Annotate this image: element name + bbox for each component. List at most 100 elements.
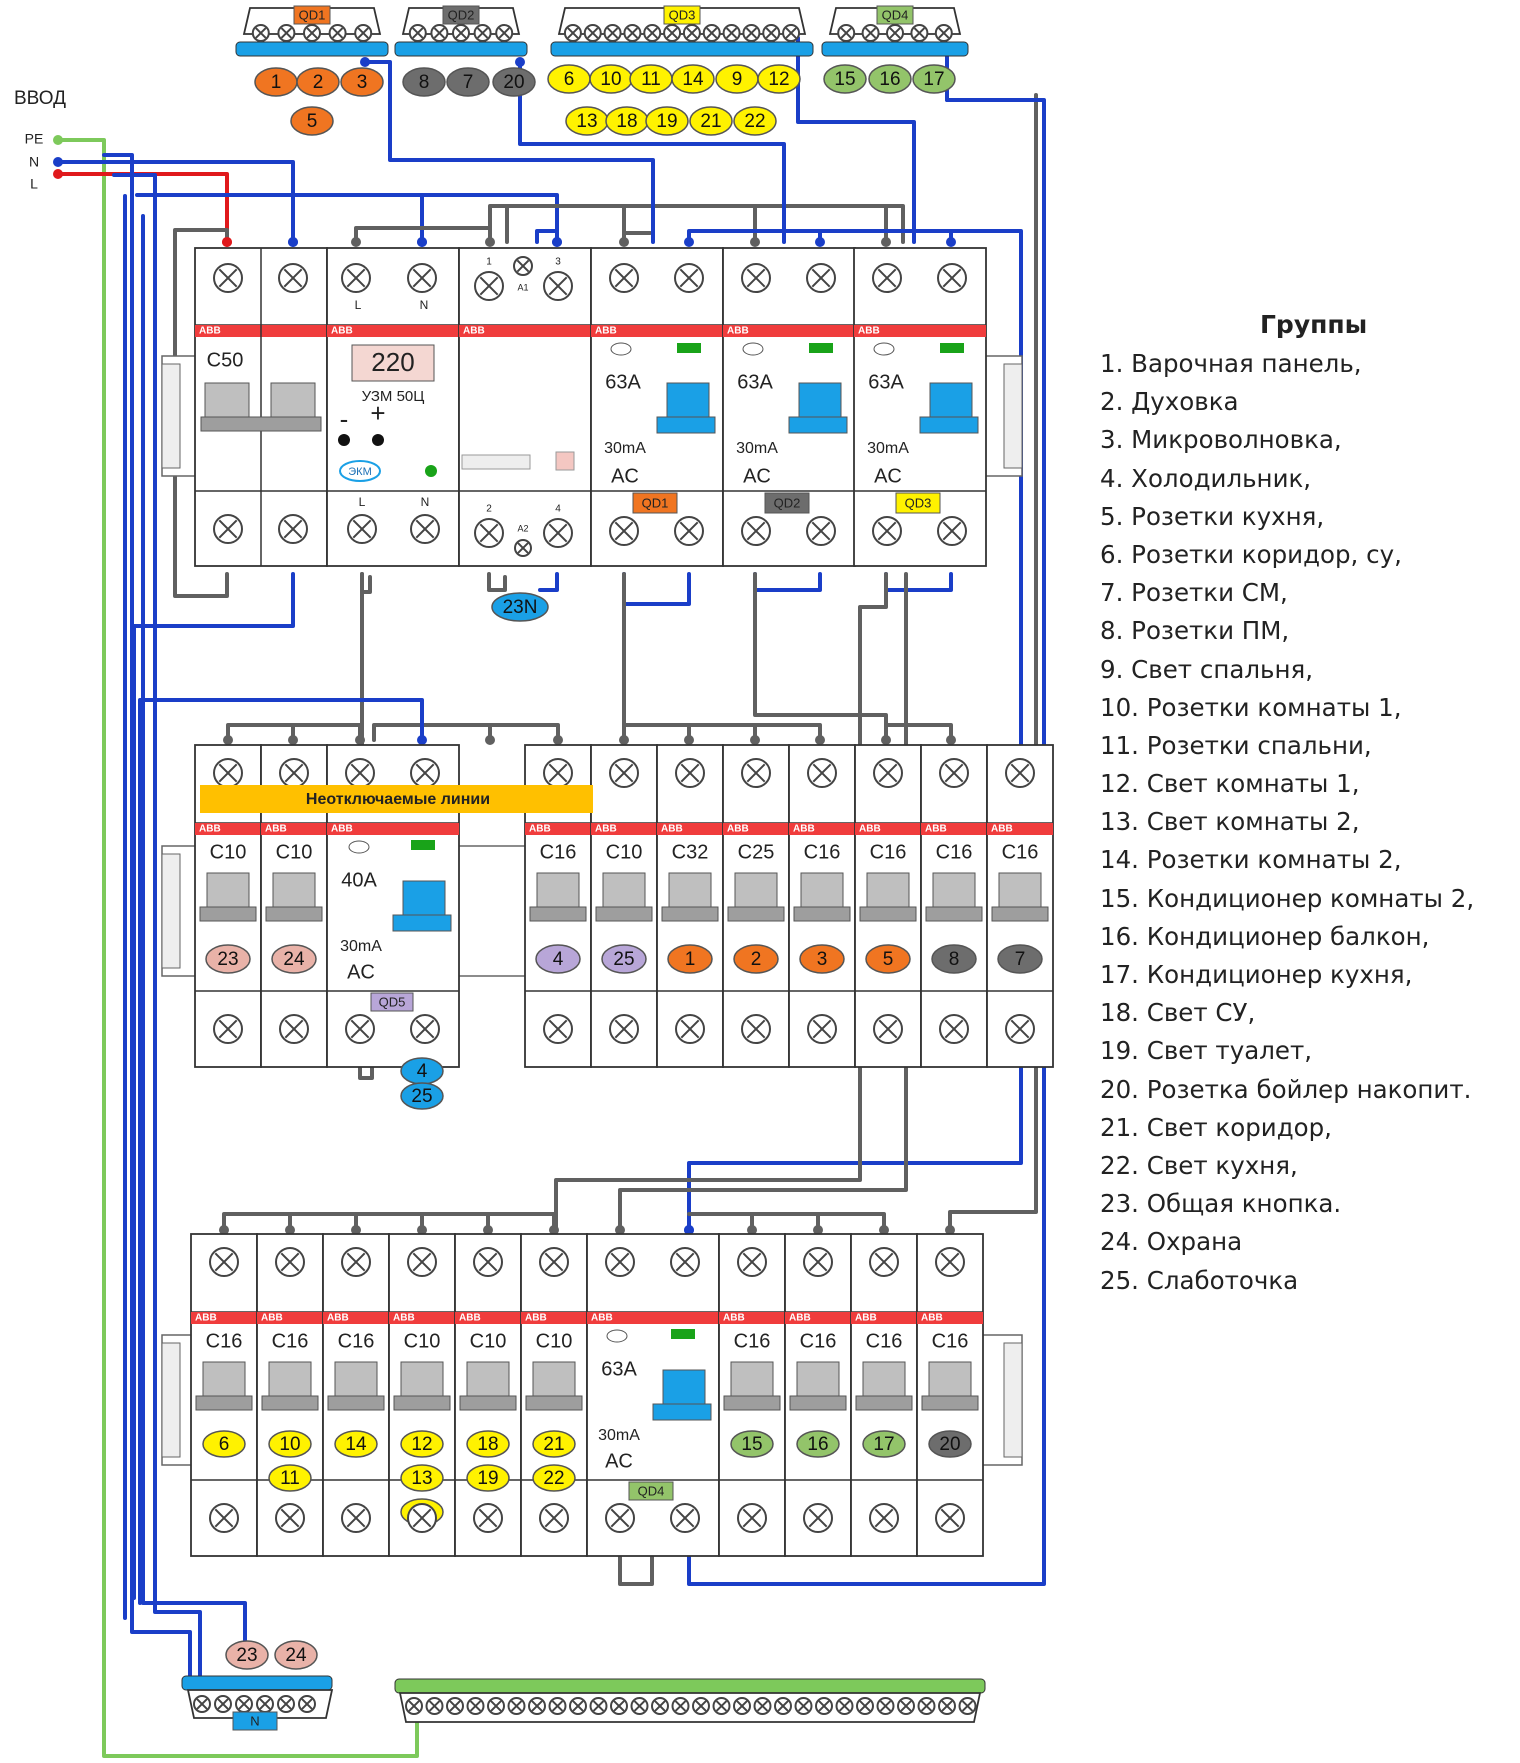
- breaker-toggle: [862, 1361, 906, 1397]
- badge-number: 22: [744, 111, 765, 132]
- badge-shape: [268, 1464, 312, 1492]
- breaker-group-badge: 20: [928, 1430, 972, 1458]
- wire-terminal-dot: [552, 237, 562, 247]
- contactor-t4: 4: [555, 504, 561, 515]
- tag-box: [628, 1481, 674, 1501]
- module-frame: [256, 1233, 324, 1557]
- screw-slot: [877, 268, 897, 288]
- rail-end: [1003, 363, 1023, 469]
- screw-slot: [679, 268, 699, 288]
- relay-n-wire: [135, 193, 424, 244]
- screw-terminal: [803, 1503, 833, 1533]
- jumper-wire: [538, 572, 559, 592]
- busbar-screw: [408, 24, 427, 42]
- screw-terminal: [213, 514, 243, 544]
- abb-brand: ABB: [661, 824, 683, 835]
- abb-stripe: [789, 823, 855, 835]
- screw-slot: [654, 1700, 666, 1712]
- screw-slot: [736, 1700, 748, 1712]
- badge-number: 16: [879, 69, 900, 90]
- breaker-group-badge: 12: [400, 1430, 444, 1458]
- breaker-toggle-base: [525, 1395, 583, 1411]
- badge-number: 9: [732, 69, 743, 90]
- abb-brand: ABB: [393, 1313, 415, 1324]
- busbar-screw: [610, 1697, 628, 1715]
- top-busbar-QD3: QD3: [550, 5, 814, 57]
- screw-slot: [408, 1700, 420, 1712]
- screw-slot: [548, 1019, 568, 1039]
- breaker-toggle: [206, 872, 250, 908]
- abb-stripe: [851, 1312, 917, 1324]
- badge-shape: [268, 1430, 312, 1458]
- rcd-leakage: 30mA: [604, 440, 646, 457]
- busbar-screw: [405, 1697, 423, 1715]
- wire-terminal-dot: [879, 1225, 889, 1235]
- abb-stripe: [257, 1312, 323, 1324]
- top-group-badge: 8: [402, 67, 446, 97]
- busbar-screw: [446, 1697, 464, 1715]
- busbar-screw: [430, 24, 449, 42]
- badge-number: 24: [285, 1645, 307, 1666]
- screw-slot: [572, 1700, 584, 1712]
- screw-slot: [756, 1700, 769, 1712]
- badge-number: 23: [236, 1645, 257, 1666]
- breaker-toggle-base: [925, 906, 983, 922]
- busbar-screw: [753, 1697, 772, 1715]
- breaker-group-badge: 17: [862, 1430, 906, 1458]
- busbar-screw: [256, 1695, 274, 1713]
- screw-terminal: [279, 1014, 309, 1044]
- rcd-tag: QD1: [632, 492, 678, 514]
- wire-terminal-dot: [53, 157, 63, 167]
- top-group-badge: 12: [757, 64, 801, 94]
- breaker-group-badge: 22: [532, 1464, 576, 1492]
- screw-slot: [840, 27, 852, 39]
- screw-slot: [614, 268, 634, 288]
- badge-number: 25: [613, 949, 634, 970]
- abb-brand: ABB: [921, 1313, 943, 1324]
- screw-slot: [614, 1019, 634, 1039]
- busbar-screw: [583, 24, 602, 42]
- screw-slot: [944, 763, 964, 783]
- breaker-rating: C16: [800, 1330, 837, 1352]
- wire-terminal-dot: [946, 237, 956, 247]
- rail-end: [161, 363, 181, 469]
- wire-terminal-dot: [684, 735, 694, 745]
- wire-terminal-dot: [747, 1225, 757, 1235]
- breaker-toggle: [734, 872, 778, 908]
- abb-brand: ABB: [525, 1313, 547, 1324]
- top-group-badge: 7: [446, 67, 490, 97]
- relay-minus-sign: -: [340, 404, 349, 434]
- busbar-screw: [742, 24, 761, 42]
- screw-slot: [469, 1700, 482, 1712]
- screw-slot: [280, 1252, 300, 1272]
- breaker-rating: C10: [606, 841, 643, 863]
- busbar-screw: [856, 1697, 874, 1715]
- screw-slot: [346, 1508, 366, 1528]
- screw-slot: [675, 1508, 695, 1528]
- breaker-toggle: [204, 382, 250, 418]
- module-frame: [458, 247, 592, 567]
- badge-shape: [466, 1464, 510, 1492]
- breaker-group-badge: 8: [931, 944, 977, 974]
- badge-number: 21: [700, 111, 721, 132]
- screw-slot: [544, 1508, 564, 1528]
- badge-number: 2: [313, 72, 324, 93]
- abb-stripe: [719, 1312, 785, 1324]
- screw-terminal: [275, 1247, 305, 1277]
- rcd3-n-loop: [884, 572, 953, 592]
- abb-brand: ABB: [327, 1313, 349, 1324]
- screw-terminal: [543, 758, 573, 788]
- breaker-group-badge: 7: [997, 944, 1043, 974]
- screw-slot: [238, 1698, 250, 1710]
- legend-item: 23. Общая кнопка.: [1100, 1189, 1342, 1219]
- badge-number: 1: [685, 949, 696, 970]
- badge-shape: [274, 1640, 318, 1670]
- tag-text: QD4: [638, 1483, 665, 1498]
- breaker-rating: C16: [870, 841, 907, 863]
